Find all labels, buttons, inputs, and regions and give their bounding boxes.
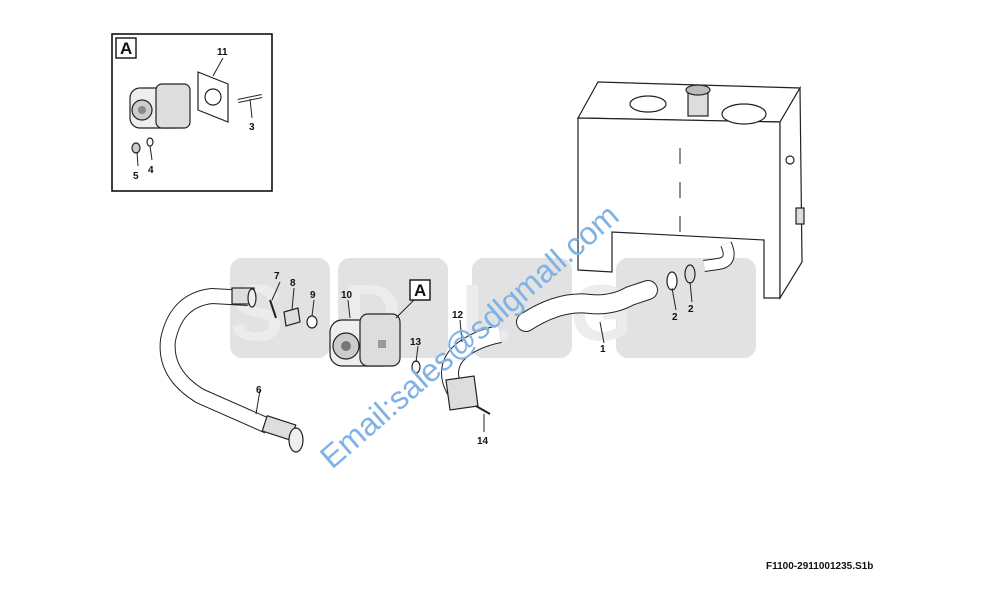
label-13: 13	[410, 337, 422, 348]
label-1: 1	[600, 344, 606, 355]
label-14: 14	[477, 436, 489, 447]
label-2b: 2	[688, 304, 694, 315]
label-5: 5	[133, 171, 139, 182]
detail-letter: A	[120, 39, 132, 58]
label-6: 6	[256, 385, 262, 396]
label-11: 11	[217, 47, 228, 58]
oring-9	[306, 315, 318, 329]
label-8: 8	[290, 278, 296, 289]
tank-cap-right	[721, 103, 767, 125]
detail-nut	[131, 142, 141, 154]
tank-cap-left	[629, 95, 667, 113]
label-12: 12	[452, 310, 464, 321]
label-3: 3	[249, 122, 255, 133]
hydraulic-pump	[329, 313, 401, 367]
callout-a-box	[409, 279, 431, 301]
callout-letter: A	[414, 281, 426, 300]
label-10: 10	[341, 290, 353, 301]
drawing-code: F1100-2911001235.S1b	[766, 561, 873, 572]
detail-pump	[129, 83, 191, 129]
suction-hose	[516, 280, 658, 332]
hose-clamp-right	[684, 264, 696, 284]
bolt-7	[269, 299, 277, 319]
detail-a-box: A 11 3 4 5	[111, 33, 273, 192]
label-9: 9	[310, 290, 316, 301]
pressure-hose	[159, 287, 304, 453]
bolt-14	[475, 405, 491, 415]
label-2a: 2	[672, 312, 678, 323]
hydraulic-tank	[576, 81, 805, 301]
flange-8	[283, 307, 301, 327]
detail-washer	[146, 137, 154, 147]
hose-clamp-left	[666, 271, 678, 291]
label-4: 4	[148, 165, 154, 176]
label-7: 7	[274, 271, 280, 282]
elbow-hose	[441, 325, 502, 411]
